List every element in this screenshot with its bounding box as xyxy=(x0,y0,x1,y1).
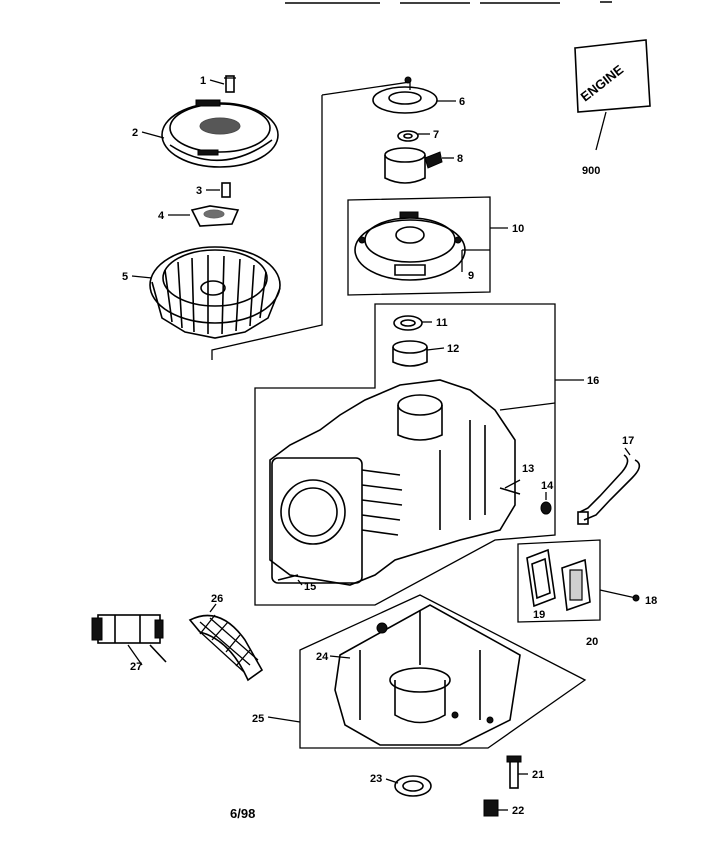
callout-labels: 1 2 3 4 5 6 7 8 9 10 11 12 13 14 15 16 1… xyxy=(122,75,657,817)
callout-10: 10 xyxy=(512,223,524,235)
callout-16: 16 xyxy=(587,375,599,387)
breather-tube xyxy=(577,454,641,525)
callout-17: 17 xyxy=(622,435,634,447)
flywheel-fan xyxy=(149,246,281,339)
bolt-3 xyxy=(221,182,231,198)
callout-14: 14 xyxy=(541,480,554,492)
callout-15: 15 xyxy=(304,581,316,593)
header-fragment xyxy=(285,1,612,4)
callout-24: 24 xyxy=(316,651,329,663)
footer-date: 6/98 xyxy=(230,806,255,821)
blower-housing xyxy=(161,99,279,168)
oil-screen xyxy=(188,614,264,682)
engine-box-text: ENGINE xyxy=(578,62,627,105)
engine-label-box: ENGINE 900 xyxy=(574,39,651,177)
callout-12: 12 xyxy=(447,343,459,355)
callout-13: 13 xyxy=(522,463,534,475)
callout-3: 3 xyxy=(196,185,202,197)
callout-26: 26 xyxy=(211,593,223,605)
part-22-plug xyxy=(483,799,499,817)
callout-20: 20 xyxy=(586,636,598,648)
oil-sump xyxy=(299,594,587,749)
part-21-bolt xyxy=(506,755,522,789)
callout-9: 9 xyxy=(468,270,474,282)
callout-23: 23 xyxy=(370,773,382,785)
part-8-clutch xyxy=(384,147,443,184)
callout-6: 6 xyxy=(459,96,465,108)
crankcase-box xyxy=(254,303,556,606)
callout-4: 4 xyxy=(158,210,165,222)
callout-22: 22 xyxy=(512,805,524,817)
leader-lines xyxy=(127,79,631,811)
part-6-plate xyxy=(372,76,438,114)
callout-8: 8 xyxy=(457,153,463,165)
callout-27: 27 xyxy=(130,661,142,673)
starter-cup xyxy=(190,205,240,227)
callout-1: 1 xyxy=(200,75,206,87)
callout-2: 2 xyxy=(132,127,138,139)
callout-11: 11 xyxy=(436,317,448,329)
callout-21: 21 xyxy=(532,769,544,781)
callout-5: 5 xyxy=(122,271,128,283)
flywheel-group-outline xyxy=(211,81,411,360)
callout-18: 18 xyxy=(645,595,657,607)
bolt-1 xyxy=(224,75,236,93)
callout-19: 19 xyxy=(533,609,545,621)
callout-25: 25 xyxy=(252,713,264,725)
oil-filter xyxy=(91,614,167,663)
part-7-washer xyxy=(397,130,419,142)
engine-ref-number: 900 xyxy=(582,165,600,177)
part-23-seal xyxy=(394,775,432,797)
breather-box xyxy=(517,539,640,623)
callout-7: 7 xyxy=(433,129,439,141)
